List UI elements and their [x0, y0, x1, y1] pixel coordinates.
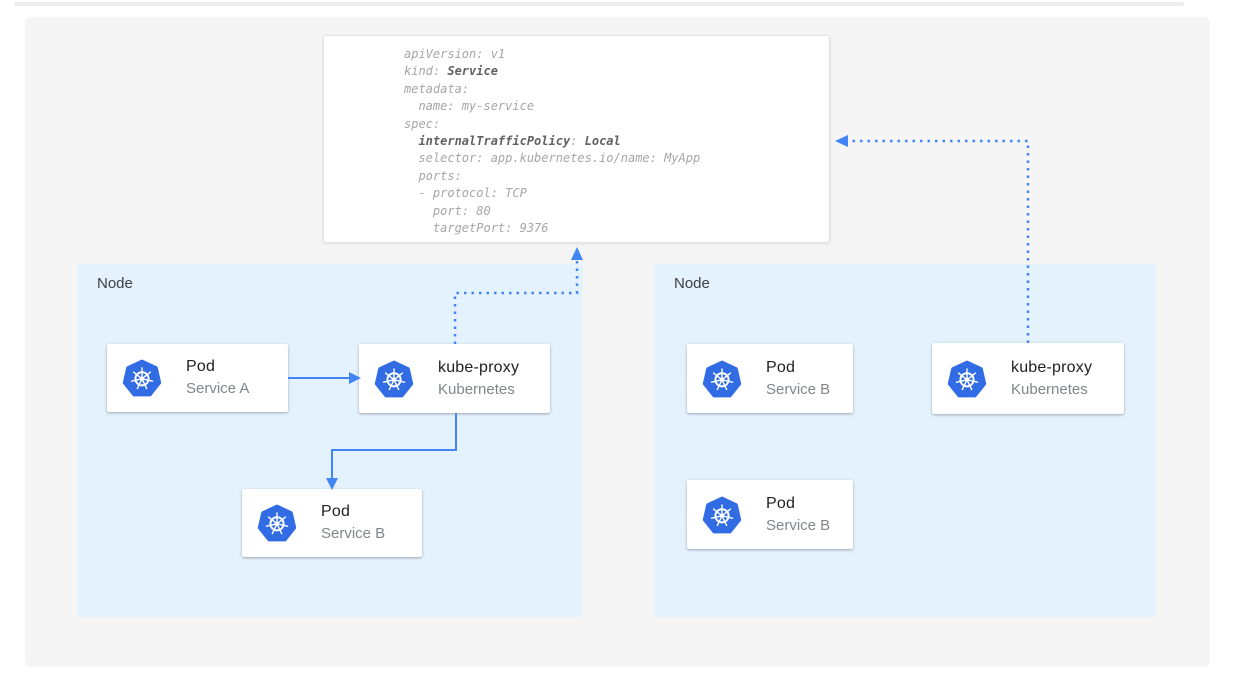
box-title: Pod — [766, 494, 796, 512]
box-title: kube-proxy — [1011, 358, 1093, 376]
pod-service-b-box-left: Pod Service B — [242, 489, 422, 557]
pod-service-a-box: Pod Service A — [107, 344, 288, 412]
box-subtitle: Kubernetes — [1011, 380, 1088, 398]
yaml-line: port: 80 — [404, 203, 491, 218]
box-subtitle: Service B — [766, 516, 831, 534]
kubernetes-icon — [122, 359, 162, 397]
kube-proxy-box-right: kube-proxy Kubernetes — [932, 343, 1124, 414]
page-top-divider — [14, 2, 1184, 6]
box-subtitle: Service B — [766, 380, 831, 398]
kubernetes-icon — [257, 504, 297, 542]
kube-proxy-box-left: kube-proxy Kubernetes — [359, 344, 550, 413]
yaml-line-internal-traffic-policy: internalTrafficPolicy: Local — [418, 134, 621, 149]
node-panel-right: Node — [655, 264, 1156, 617]
yaml-line: name: my-service — [404, 99, 535, 114]
yaml-line: metadata: — [404, 81, 470, 96]
yaml-line: spec: — [404, 116, 441, 131]
box-title: Pod — [766, 358, 796, 376]
node-label: Node — [674, 275, 710, 292]
kubernetes-icon — [702, 496, 742, 533]
kubernetes-icon — [702, 360, 742, 397]
pod-service-b-box-right-top: Pod Service B — [687, 344, 853, 413]
kubernetes-icon — [374, 360, 414, 397]
box-subtitle: Kubernetes — [438, 380, 515, 398]
yaml-line: apiVersion: v1 — [404, 47, 506, 61]
yaml-line: selector: app.kubernetes.io/name: MyApp — [404, 151, 701, 166]
yaml-line: targetPort: 9376 — [404, 221, 549, 236]
node-panel-left: Node — [78, 264, 583, 617]
box-title: kube-proxy — [438, 358, 520, 376]
box-subtitle: Service A — [186, 380, 250, 397]
box-title: Pod — [321, 503, 351, 520]
box-title: Pod — [186, 358, 216, 375]
service-yaml-card: apiVersion: v1 kind: Service metadata: n… — [323, 35, 830, 243]
box-subtitle: Service B — [321, 525, 386, 542]
node-label: Node — [97, 275, 133, 292]
pod-service-b-box-right-bottom: Pod Service B — [687, 480, 853, 549]
yaml-line: - protocol: TCP — [404, 186, 527, 201]
yaml-line: kind: Service — [404, 64, 498, 79]
kubernetes-icon — [947, 360, 987, 397]
yaml-line: ports: — [404, 168, 462, 183]
